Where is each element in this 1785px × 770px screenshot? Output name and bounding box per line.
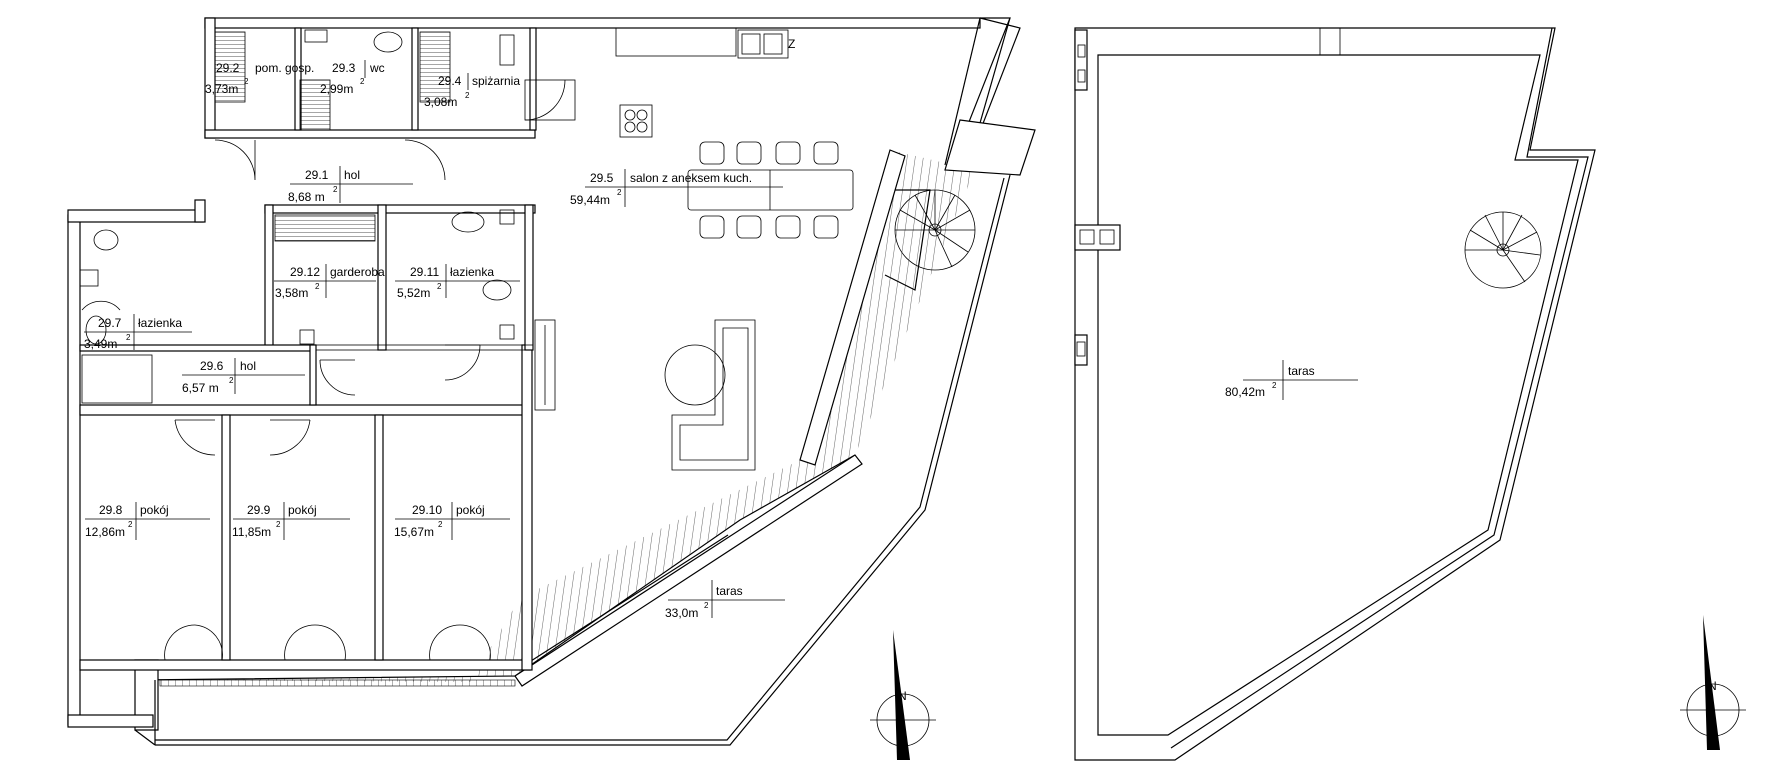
room-label-29-7: 29.7 łazienka 3,49m 2 [84,314,192,351]
room-label-29-2: 29.2 pom. gosp. 3,73m 2 [205,61,314,96]
room-label-29-1: 29.1 hol 8,68 m 2 [288,166,413,204]
svg-text:59,44m: 59,44m [570,193,610,207]
room-label-29-8: 29.8 pokój 12,86m 2 [85,502,210,540]
svg-text:2: 2 [333,185,338,194]
svg-text:taras: taras [1288,364,1315,378]
upper-terrace-outline-outer [1074,27,1596,761]
svg-text:2: 2 [315,282,320,291]
svg-text:N: N [898,689,907,703]
svg-text:2: 2 [465,91,470,100]
svg-text:2: 2 [244,77,249,86]
svg-text:2: 2 [617,188,622,197]
svg-text:2,99m: 2,99m [320,82,353,96]
misc-letter: Z [788,37,795,51]
svg-text:29.3: 29.3 [332,61,356,75]
svg-text:2: 2 [229,376,234,385]
terrace-lower-label: taras 33,0m 2 [665,580,785,620]
svg-text:29.9: 29.9 [247,503,271,517]
svg-text:29.2: 29.2 [216,61,240,75]
svg-text:29.10: 29.10 [412,503,442,517]
svg-text:wc: wc [369,61,385,75]
svg-text:pokój: pokój [456,503,485,517]
svg-text:3,08m: 3,08m [424,95,457,109]
svg-text:pokój: pokój [140,503,169,517]
svg-text:2: 2 [1272,381,1277,390]
svg-text:15,67m: 15,67m [394,525,434,539]
svg-text:spiżarnia: spiżarnia [472,74,520,88]
svg-text:29.12: 29.12 [290,265,320,279]
svg-text:5,52m: 5,52m [397,286,430,300]
spiral-stairs [894,189,976,271]
svg-text:hol: hol [240,359,256,373]
coffee-table [664,344,726,406]
north-arrow-right: N [1680,615,1746,750]
svg-text:33,0m: 33,0m [665,606,698,620]
svg-text:11,85m: 11,85m [232,525,271,539]
upper-terrace-plan: taras 80,42m 2 N [1074,27,1746,761]
svg-text:8,68 m: 8,68 m [288,190,325,204]
svg-text:3,73m: 3,73m [205,82,238,96]
terrace-upper-label: taras 80,42m 2 [1225,360,1358,400]
spiral-stairs-upper [1464,211,1542,289]
room-label-29-5: 29.5 salon z aneksem kuch. 59,44m 2 [570,169,783,207]
svg-text:pom. gosp.: pom. gosp. [255,61,314,75]
svg-text:29.5: 29.5 [590,171,614,185]
sanitary-fixtures [81,31,512,345]
room-label-29-4: 29.4 spiżarnia 3,08m 2 [424,73,520,109]
svg-text:2: 2 [276,520,281,529]
svg-text:12,86m: 12,86m [85,525,125,539]
vent-symbols [79,29,515,345]
room-label-29-11: 29.11 łazienka 5,52m 2 [395,264,520,300]
doors [164,79,566,661]
svg-text:N: N [1708,679,1717,693]
sofa [671,319,756,471]
svg-text:29.11: 29.11 [410,265,439,279]
svg-text:salon z aneksem kuch.: salon z aneksem kuch. [630,171,752,185]
dining-chairs [699,141,839,239]
svg-text:2: 2 [704,601,709,610]
svg-text:hol: hol [344,168,360,182]
svg-text:3,49m: 3,49m [84,337,117,351]
svg-text:2: 2 [437,282,442,291]
svg-text:29.7: 29.7 [98,316,122,330]
svg-text:2: 2 [438,520,443,529]
svg-text:garderoba: garderoba [330,265,385,279]
svg-text:3,58m: 3,58m [275,286,308,300]
svg-text:łazienka: łazienka [138,316,182,330]
svg-text:6,57 m: 6,57 m [182,381,219,395]
svg-text:taras: taras [716,584,743,598]
svg-text:łazienka: łazienka [450,265,494,279]
lower-terrace-deck [155,150,975,682]
room-label-29-12: 29.12 garderoba 3,58m 2 [274,264,385,300]
svg-text:2: 2 [126,333,131,342]
room-label-29-3: 29.3 wc 2,99m 2 [320,60,385,96]
svg-text:29.1: 29.1 [305,168,329,182]
svg-text:pokój: pokój [288,503,317,517]
svg-text:29.4: 29.4 [438,74,462,88]
lower-floor-plan: Z [67,17,1036,760]
room-label-29-10: 29.10 pokój 15,67m 2 [394,502,510,540]
svg-text:80,42m: 80,42m [1225,385,1265,399]
room-label-29-6: 29.6 hol 6,57 m 2 [182,358,305,395]
dining-table [687,169,854,211]
svg-text:2: 2 [128,520,133,529]
svg-text:29.6: 29.6 [200,359,224,373]
room-label-29-9: 29.9 pokój 11,85m 2 [232,502,350,540]
north-arrow-left: N [870,630,936,760]
upper-terrace-outline-inner [1097,54,1579,736]
svg-text:2: 2 [360,77,365,86]
svg-text:29.8: 29.8 [99,503,123,517]
